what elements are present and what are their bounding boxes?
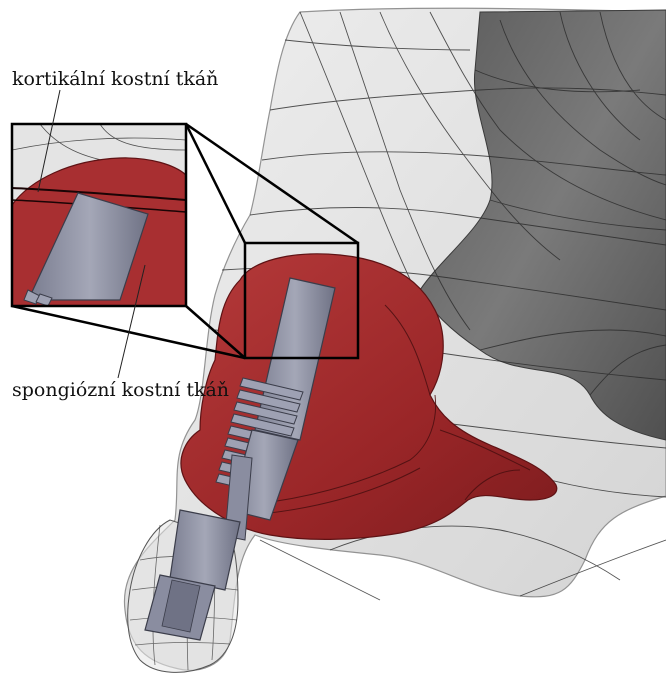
label-cancellous-bone: spongiózní kostní tkáň <box>12 381 229 400</box>
zoom-inset <box>12 124 186 306</box>
label-cortical-bone: kortikální kostní tkáň <box>12 70 218 89</box>
